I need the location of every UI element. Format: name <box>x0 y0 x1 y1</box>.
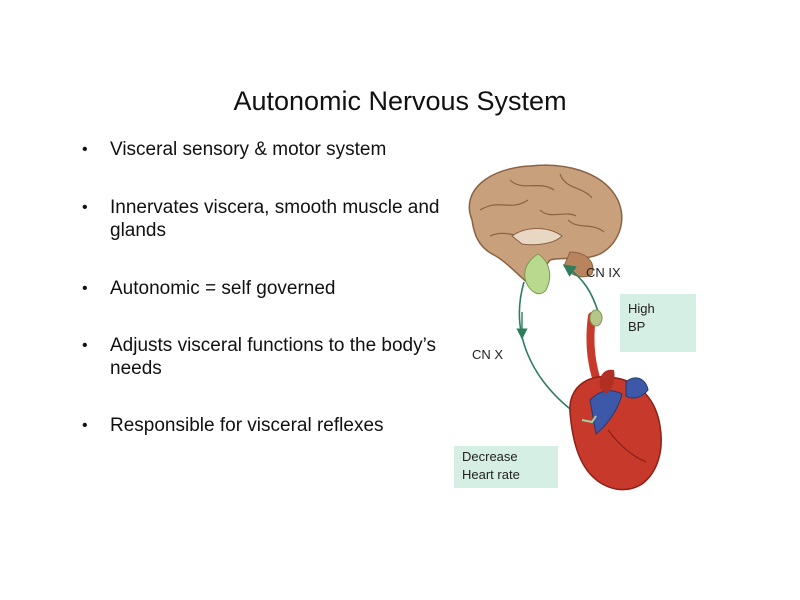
bullet-dot-icon: • <box>82 280 88 297</box>
slide-title: Autonomic Nervous System <box>233 86 567 116</box>
bullet-dot-icon: • <box>82 199 88 216</box>
decrease-heart-rate-box: Decrease Heart rate <box>454 446 558 488</box>
bullet-item: • Innervates viscera, smooth muscle and … <box>82 196 442 242</box>
bullet-item: • Adjusts visceral functions to the body… <box>82 334 442 380</box>
reflex-diagram: CN IX CN X High BP Decrease Heart rate <box>450 150 740 500</box>
bullet-dot-icon: • <box>82 141 88 158</box>
bullet-text: Autonomic = self governed <box>110 278 336 299</box>
bullet-item: • Visceral sensory & motor system <box>82 138 442 161</box>
bullet-text: Innervates viscera, smooth muscle and gl… <box>110 197 440 241</box>
heart-icon <box>569 369 662 491</box>
bullet-dot-icon: • <box>82 417 88 434</box>
bullet-item: • Responsible for visceral reflexes <box>82 414 442 437</box>
cn-x-nerve-path <box>518 281 588 422</box>
decrease-heart-rate-line-2: Heart rate <box>462 467 520 482</box>
reflex-diagram-svg <box>468 164 662 491</box>
decrease-heart-rate-line-1: Decrease <box>462 449 518 464</box>
cn-ix-label: CN IX <box>586 265 621 280</box>
bullet-text: Responsible for visceral reflexes <box>110 415 384 436</box>
cn-x-label: CN X <box>472 347 504 362</box>
high-bp-box: High BP <box>620 294 696 352</box>
bullet-text: Visceral sensory & motor system <box>110 139 387 160</box>
bullet-text: Adjusts visceral functions to the body’s… <box>110 335 436 379</box>
bullet-item: • Autonomic = self governed <box>82 277 442 300</box>
high-bp-line-1: High <box>628 301 655 316</box>
high-bp-line-2: BP <box>628 319 646 334</box>
bullet-dot-icon: • <box>82 337 88 354</box>
